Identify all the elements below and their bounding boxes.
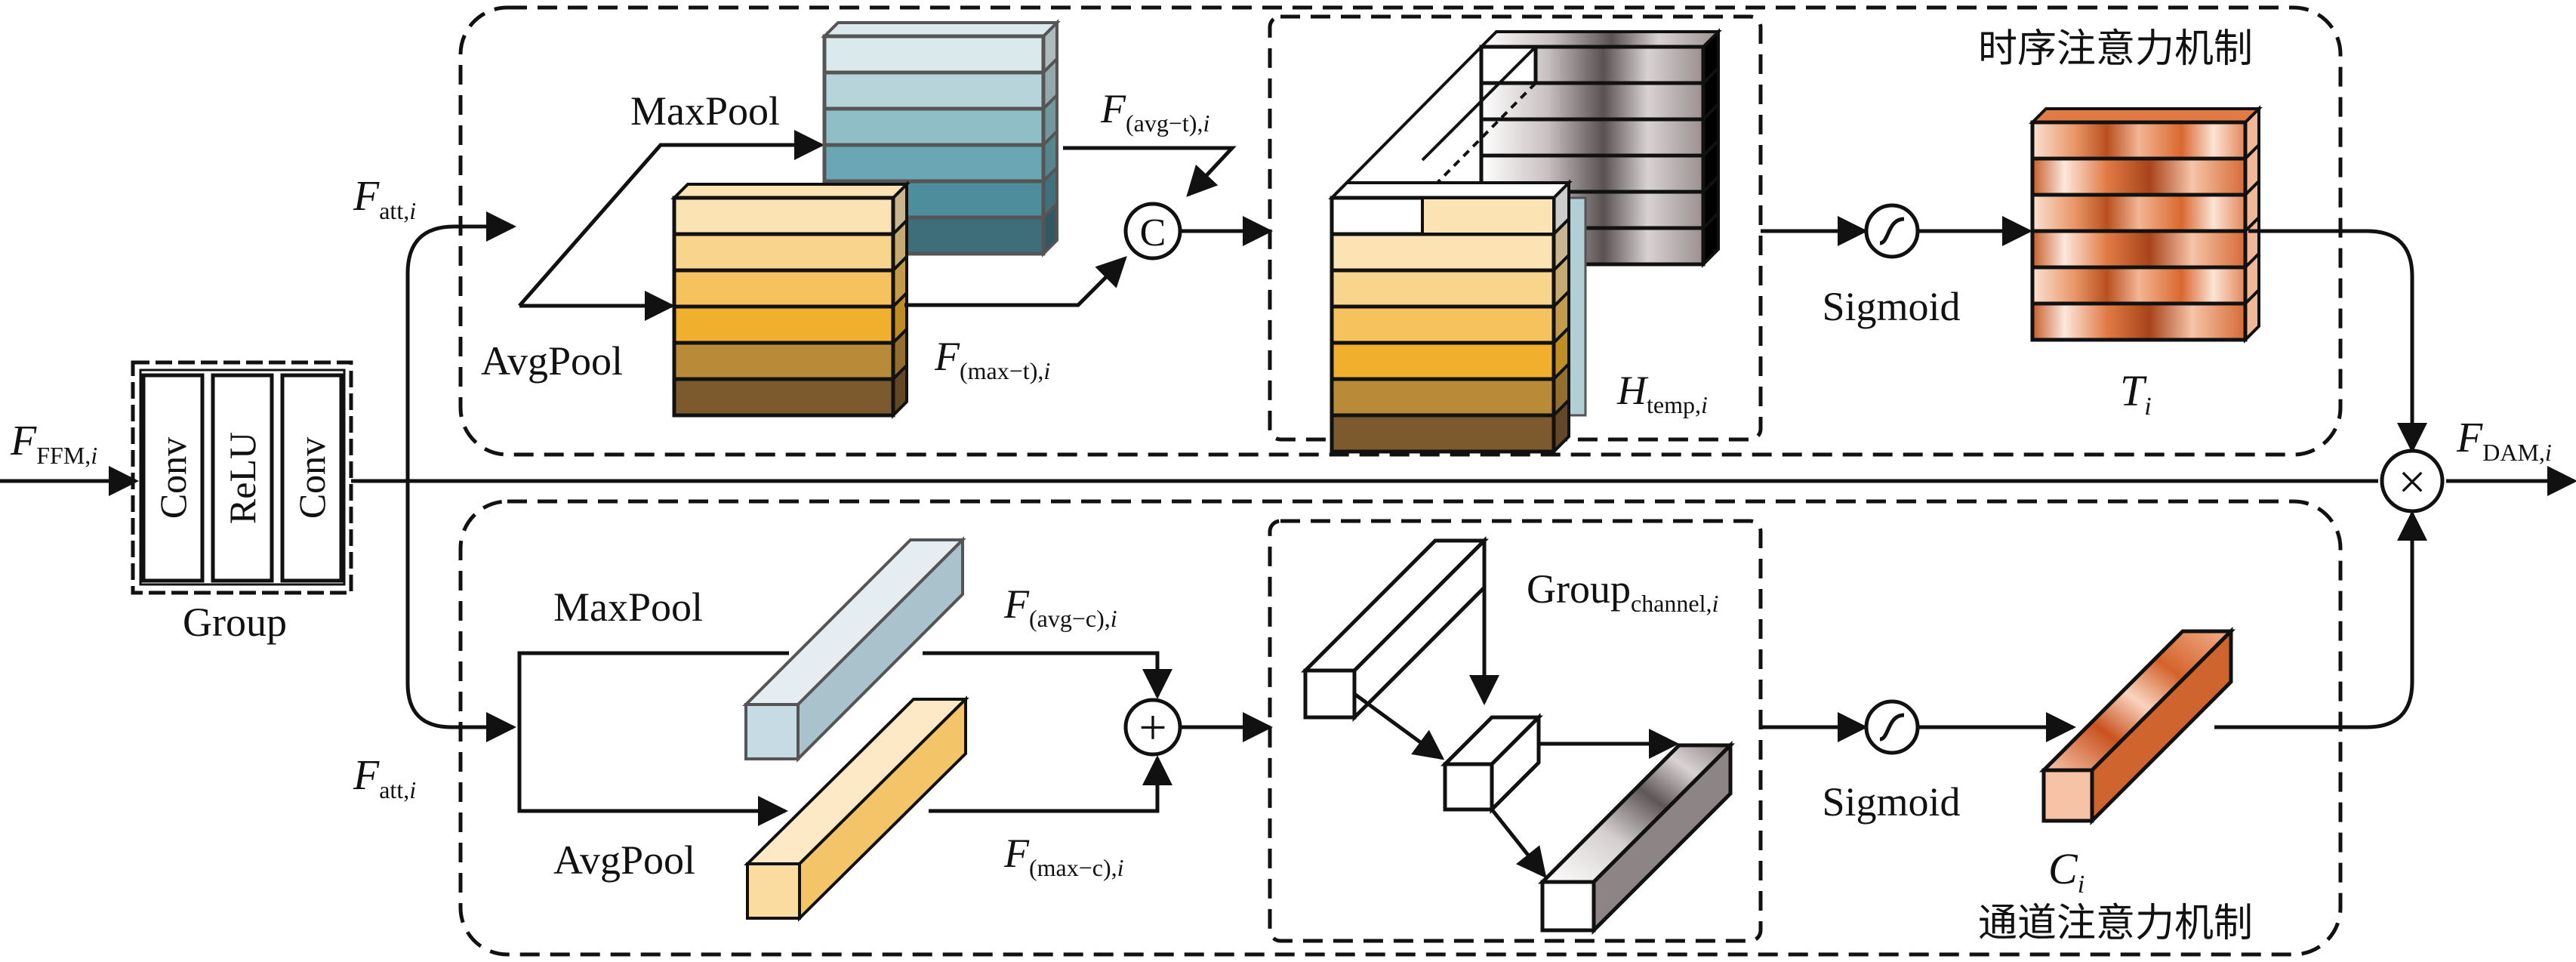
f-max-c-label: F(max−c),i	[1003, 831, 1124, 881]
sigmoid-top-label: Sigmoid	[1822, 284, 1960, 329]
ti-to-multiply-line	[2248, 229, 2427, 453]
t-i-label: Ti	[2120, 366, 2152, 421]
gold-layer-5	[672, 377, 895, 418]
ti-layer-5	[2030, 301, 2248, 342]
conv1-label: Conv	[152, 437, 194, 519]
conv1-box	[141, 373, 205, 583]
maxpool-bottom-label: MaxPool	[553, 584, 703, 630]
front-layer-2	[1330, 268, 1556, 309]
gray-layer-2	[1479, 117, 1706, 158]
f-dam-label: FDAM,i	[2456, 415, 2552, 466]
ti-layer-3	[2030, 229, 2248, 270]
group-block: Conv ReLU Conv Group	[131, 360, 353, 645]
gold-layer-1	[672, 232, 895, 273]
f-att-bottom-label: Fatt,i	[353, 752, 416, 803]
group-inner-frame	[139, 368, 346, 586]
avgpool-top-label: AvgPool	[481, 338, 623, 384]
front-top	[1328, 181, 1573, 199]
f-avg-t-line	[1063, 146, 1237, 197]
ci-to-multiply-line	[2214, 510, 2427, 729]
maxpool-top-line	[518, 130, 824, 307]
proj-line-1	[1330, 45, 1483, 199]
f-avg-c-line	[923, 651, 1172, 699]
sigmoid-bottom-node	[1864, 699, 1920, 755]
gray-top	[1478, 30, 1722, 48]
teal-layer-0	[822, 34, 1046, 75]
ti-layer-2	[2030, 193, 2248, 233]
maxpool-bottom-line	[517, 651, 789, 727]
teal-layer-2	[822, 106, 1046, 147]
relu-label: ReLU	[221, 432, 263, 524]
sigmoid-top-icon	[1879, 217, 1905, 245]
ti-layer-0	[2030, 120, 2248, 161]
h-temp-stack	[1328, 28, 1722, 455]
relu-box	[211, 373, 274, 583]
f-ffm-label: FFFM,i	[10, 418, 97, 469]
teal-layer-3	[822, 143, 1046, 183]
branch-split-line	[405, 224, 470, 729]
front-layer-1	[1330, 232, 1556, 273]
f-avg-t-label: F(avg−t),i	[1100, 86, 1209, 137]
group-channel-label: Groupchannel,i	[1527, 566, 1718, 617]
group-caption: Group	[183, 600, 287, 645]
group-channel-mlp	[1300, 535, 1736, 936]
c-i-bar	[2038, 626, 2236, 826]
conv2-label: Conv	[291, 437, 333, 519]
front-gold-cell	[1421, 196, 1555, 236]
front-layer-3	[1330, 304, 1556, 345]
f-avg-c-label: F(avg−c),i	[1003, 581, 1117, 632]
f-att-top-label: Fatt,i	[353, 173, 416, 224]
avgpool-bottom-label: AvgPool	[553, 837, 695, 883]
t-i-stack	[2029, 105, 2263, 344]
group-dashed-frame	[131, 360, 353, 595]
sigmoid-bottom-label: Sigmoid	[1822, 779, 1960, 825]
plus-symbol: +	[1139, 700, 1166, 755]
front-layer-4	[1330, 341, 1556, 381]
concat-symbol: C	[1140, 211, 1166, 254]
conv2-box	[280, 373, 344, 583]
gray-cell	[1479, 45, 1538, 85]
avgpool-bottom-line	[517, 727, 788, 826]
front-layer-5	[1330, 377, 1556, 418]
channel-attention-title: 通道注意力机制	[1978, 901, 2253, 946]
avgpool-channel-bar	[744, 695, 969, 922]
sigmoid-bottom-icon	[1879, 713, 1905, 742]
proj-line-3	[1421, 45, 1537, 162]
gold-layer-2	[672, 268, 895, 309]
sigmoid-top-node	[1864, 203, 1920, 259]
ti-layer-4	[2030, 265, 2248, 306]
maxpool-top-label: MaxPool	[630, 88, 780, 134]
c-i-label: Ci	[2048, 844, 2085, 899]
gold-layer-4	[672, 341, 895, 381]
multiply-symbol: ×	[2398, 455, 2426, 510]
temporal-attention-title: 时序注意力机制	[1978, 26, 2253, 72]
f-max-c-line	[929, 755, 1172, 813]
gold-layer-3	[672, 304, 895, 345]
gold-layer-0	[672, 196, 895, 236]
f-max-t-line	[904, 256, 1127, 307]
maxpool-channel-bar	[742, 536, 966, 763]
front-layer-6	[1330, 413, 1556, 454]
teal-top	[821, 21, 1061, 38]
gold-top	[670, 183, 911, 199]
ti-top	[2029, 107, 2263, 124]
ti-layer-1	[2030, 156, 2248, 197]
teal-layer-1	[822, 70, 1046, 111]
f-max-t-label: F(max−t),i	[934, 334, 1050, 384]
h-temp-label: Htemp,i	[1616, 368, 1708, 418]
gray-layer-1	[1479, 81, 1706, 122]
maxpool-temporal-stack	[821, 19, 1061, 257]
avgpool-temporal-stack	[670, 180, 911, 419]
